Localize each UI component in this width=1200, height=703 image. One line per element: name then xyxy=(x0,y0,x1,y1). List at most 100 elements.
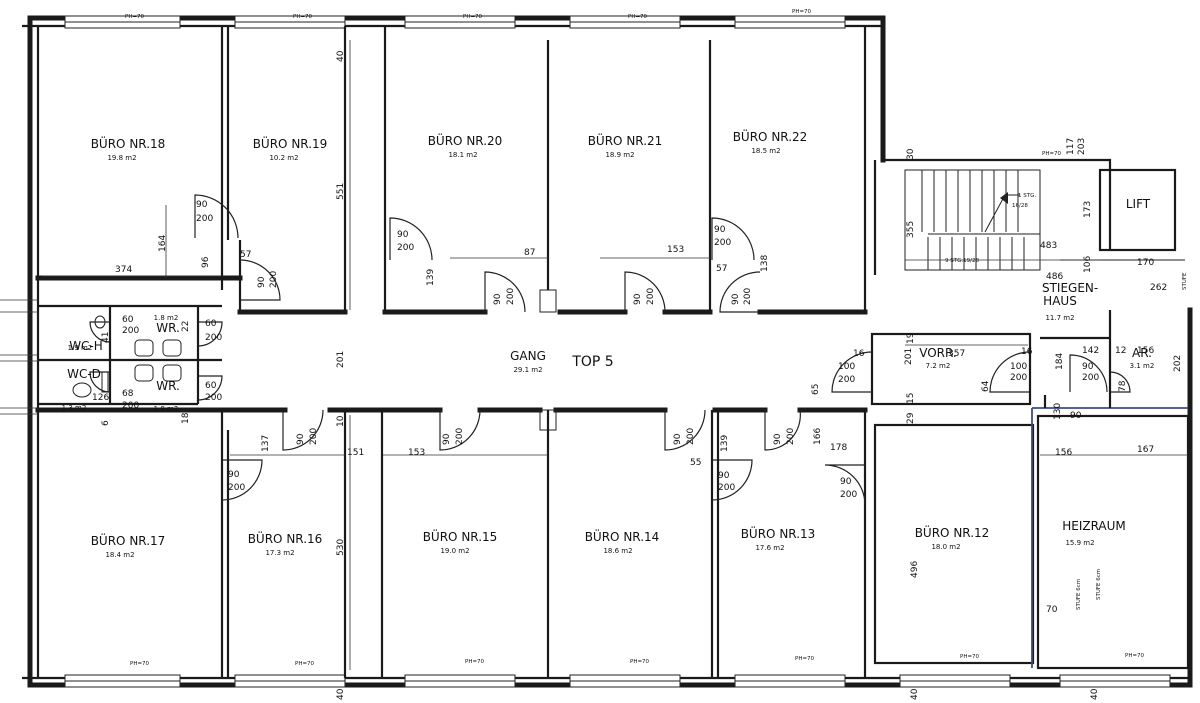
room-area-wr-1: 1.8 m2 xyxy=(154,314,179,322)
room-area-buero-21: 18.9 m2 xyxy=(605,151,634,159)
dim-60-a: 60 xyxy=(122,315,134,325)
dim-355: 355 xyxy=(906,221,916,238)
room-name-buero-20: BÜRO NR.20 xyxy=(428,132,503,148)
parapet-label: PH=70 xyxy=(630,659,650,665)
dim-200-c: 200 xyxy=(397,243,414,253)
parapet-label: PH=70 xyxy=(463,14,483,20)
dim-164: 164 xyxy=(158,235,168,252)
room-name-wc-h: WC-H xyxy=(69,339,103,353)
dim-57: 57 xyxy=(240,250,251,260)
dim-57-b: 57 xyxy=(716,264,727,274)
dim-55: 55 xyxy=(690,458,701,468)
dimension-lines xyxy=(0,40,1188,670)
dim-87: 87 xyxy=(524,248,535,258)
stair-upper-label-2: 16/28 xyxy=(1012,203,1028,209)
room-area-wc-d: 1.3 m2 xyxy=(62,404,87,412)
dim-486: 486 xyxy=(1046,272,1063,282)
room-name-stiegenhaus: STIEGEN- HAUS xyxy=(1042,281,1102,308)
room-name-heizraum: HEIZRAUM xyxy=(1062,519,1126,533)
dim-153-b: 153 xyxy=(408,448,425,458)
dim-200-q: 200 xyxy=(840,490,857,500)
dim-156-b: 156 xyxy=(1055,448,1072,458)
dim-60-c: 60 xyxy=(205,381,217,391)
dim-40-b: 40 xyxy=(336,688,346,700)
stair-lower-label: 9 STG.19/28 xyxy=(945,258,979,264)
dim-90-n: 90 xyxy=(718,471,730,481)
stufe-label-2: STUFE 6cm xyxy=(1076,579,1082,610)
room-area-buero-17: 18.4 m2 xyxy=(105,551,134,559)
dim-551: 551 xyxy=(336,183,346,200)
parapet-label: PH=70 xyxy=(465,659,485,665)
dim-200-b: 200 xyxy=(269,271,279,288)
parapet-label: PH=70 xyxy=(125,14,145,20)
room-area-ar: 3.1 m2 xyxy=(1130,362,1155,370)
dim-262: 262 xyxy=(1150,283,1167,293)
dim-90-d: 90 xyxy=(493,293,503,305)
dim-65: 65 xyxy=(811,384,821,395)
dim-40-d: 40 xyxy=(1090,688,1100,700)
dim-483: 483 xyxy=(1040,241,1057,251)
dim-200-a: 200 xyxy=(196,214,213,224)
windows-bottom xyxy=(64,674,1171,688)
room-name-buero-19: BÜRO NR.19 xyxy=(253,135,328,151)
dim-203: 203 xyxy=(1077,138,1087,155)
dim-18: 18 xyxy=(181,412,191,424)
room-name-wr-1: WR. xyxy=(156,321,180,335)
dim-139-b: 139 xyxy=(720,435,730,452)
dim-200-o: 200 xyxy=(718,483,735,493)
dim-68: 68 xyxy=(122,389,134,399)
parapet-label: PH=70 xyxy=(295,661,315,667)
parapet-label: PH=70 xyxy=(960,654,980,660)
unit-label: TOP 5 xyxy=(571,354,613,370)
dim-90-h: 90 xyxy=(1082,362,1094,372)
dim-117: 117 xyxy=(1066,138,1076,155)
dim-41: 41 xyxy=(101,332,111,343)
dim-70: 70 xyxy=(1046,605,1058,615)
dim-6: 6 xyxy=(101,420,111,426)
dim-142: 142 xyxy=(1082,346,1099,356)
dim-178: 178 xyxy=(830,443,847,453)
dim-530: 530 xyxy=(336,539,346,556)
sanitary-fixtures xyxy=(72,315,182,398)
dim-90-o: 90 xyxy=(773,433,783,445)
dim-15: 15 xyxy=(906,393,916,404)
stiegenhaus-line-1: STIEGEN- xyxy=(1042,281,1098,295)
stufe-label-1: STUFE xyxy=(1182,272,1188,290)
dim-156-a: 156 xyxy=(1137,346,1154,356)
parapet-label: PH=70 xyxy=(795,656,815,662)
dim-200-k: 200 xyxy=(228,483,245,493)
dim-200-t: 200 xyxy=(122,401,139,411)
room-name-vorr: VORR. xyxy=(919,346,957,360)
dim-173: 173 xyxy=(1083,201,1093,218)
parapet-labels: PH=70 PH=70 PH=70 PH=70 PH=70 PH=70 PH=7… xyxy=(125,9,1145,667)
dim-12: 12 xyxy=(1115,346,1126,356)
room-area-buero-15: 19.0 m2 xyxy=(440,547,469,555)
room-name-wc-d: WC-D xyxy=(67,367,101,381)
parapet-label: PH=70 xyxy=(130,661,150,667)
dim-90-e: 90 xyxy=(633,293,643,305)
stufe-label-3: STUFE 6cm xyxy=(1096,569,1102,600)
dim-90-j: 90 xyxy=(228,470,240,480)
room-name-wr-2: WR. xyxy=(156,379,180,393)
dim-200-m: 200 xyxy=(455,428,465,445)
dim-19: 19 xyxy=(906,332,916,344)
room-area-buero-20: 18.1 m2 xyxy=(448,151,477,159)
dim-200-g: 200 xyxy=(743,288,753,305)
dim-138: 138 xyxy=(760,255,770,272)
room-name-buero-16: BÜRO NR.16 xyxy=(248,530,323,546)
dim-96: 96 xyxy=(201,256,211,268)
dim-90-g: 90 xyxy=(731,293,741,305)
room-area-buero-13: 17.6 m2 xyxy=(755,544,784,552)
dim-201-b: 201 xyxy=(336,351,346,368)
room-name-buero-15: BÜRO NR.15 xyxy=(423,528,498,544)
dim-126: 126 xyxy=(92,393,109,403)
dim-137: 137 xyxy=(261,435,271,452)
room-area-buero-22: 18.5 m2 xyxy=(751,147,780,155)
dim-200-d: 200 xyxy=(506,288,516,305)
interior-walls xyxy=(35,26,1190,678)
dim-139-a: 139 xyxy=(426,269,436,286)
dim-90-k: 90 xyxy=(296,433,306,445)
room-area-buero-19: 10.2 m2 xyxy=(269,154,298,162)
dim-357: 357 xyxy=(948,349,965,359)
